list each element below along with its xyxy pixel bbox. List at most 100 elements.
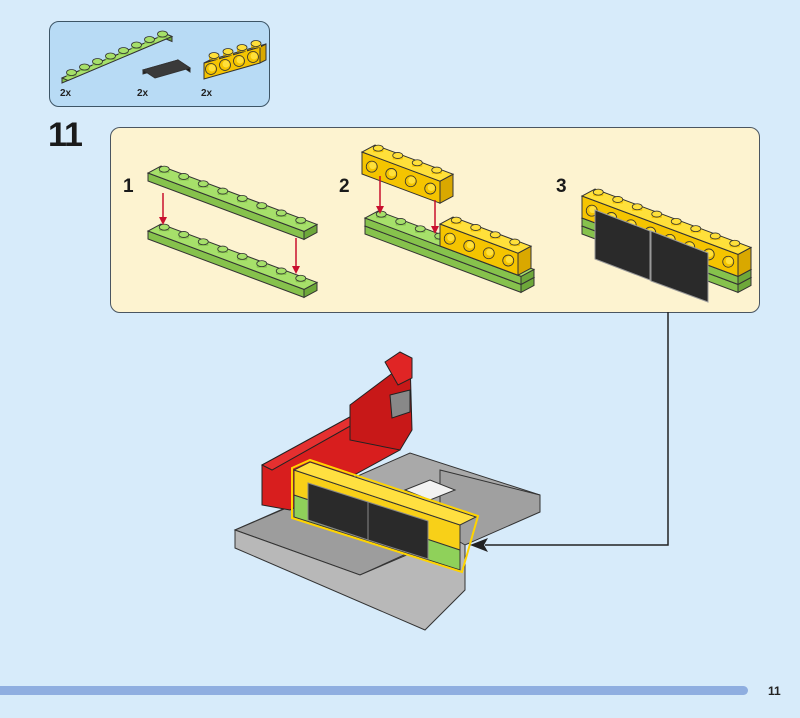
sub-step-illustrations	[146, 144, 753, 303]
side-stud	[250, 52, 258, 60]
stud	[178, 173, 190, 180]
stud	[250, 40, 262, 47]
red-arrow-icon	[292, 238, 300, 274]
yellow-brick-1x4	[203, 40, 267, 80]
black-tile	[594, 209, 651, 281]
stud	[729, 239, 741, 247]
stud	[375, 210, 387, 218]
yellow-brick-1x4-top	[203, 43, 267, 64]
red-wall-cap	[384, 351, 413, 386]
black-tile-2x2-top	[141, 59, 192, 79]
stud	[197, 180, 209, 188]
lime-plate-1x8-top	[146, 223, 319, 290]
stud	[208, 52, 220, 59]
stud	[197, 238, 209, 246]
red-arrow-icon	[431, 200, 439, 234]
stud	[275, 209, 287, 217]
stud	[690, 225, 702, 233]
stud	[79, 63, 90, 71]
part-quantity: 2x	[201, 88, 213, 99]
side-stud	[388, 169, 396, 177]
stud	[158, 223, 170, 231]
yellow-brick-1x8-top	[580, 188, 753, 255]
stud	[509, 238, 521, 246]
black-tile-2x2	[141, 59, 192, 79]
stud	[118, 47, 129, 54]
stud	[178, 231, 190, 238]
side-stud	[447, 234, 455, 242]
stud	[295, 274, 307, 282]
stud	[92, 58, 103, 65]
stud	[411, 159, 423, 167]
side-stud	[236, 56, 244, 64]
stud	[144, 36, 155, 43]
stud	[217, 245, 229, 253]
side-stud	[505, 256, 513, 264]
stud	[66, 69, 77, 76]
black-tiles	[594, 209, 709, 303]
stud	[392, 152, 404, 159]
part-quantity: 2x	[137, 88, 149, 99]
red-arrow-icon	[376, 176, 384, 214]
lime-plate-1x8	[146, 165, 319, 241]
stud	[217, 187, 229, 195]
lime-plate-1x8-front	[147, 230, 305, 299]
black-tile	[650, 230, 709, 303]
stud	[295, 216, 307, 224]
stud	[157, 30, 168, 38]
stud	[256, 202, 268, 210]
footer-bar	[0, 686, 748, 695]
side-stud	[725, 257, 733, 265]
stud	[709, 232, 721, 240]
stud	[431, 166, 443, 174]
parts-illustrations	[60, 30, 267, 84]
sub-step-number: 3	[556, 176, 567, 197]
stud	[105, 52, 116, 60]
stud	[222, 48, 234, 55]
new-brick-yellow-top	[292, 461, 478, 526]
stud	[414, 225, 426, 233]
red-arrow-icon	[159, 193, 167, 225]
sub-step-number: 1	[123, 176, 134, 197]
stud	[450, 216, 462, 224]
main-model-illustration	[233, 351, 541, 631]
yellow-brick-1x4-top	[360, 144, 455, 182]
yellow-brick-1x4	[438, 216, 533, 277]
side-stud	[466, 241, 474, 249]
stud	[395, 218, 407, 225]
yellow-brick-1x4-top	[438, 216, 533, 254]
page-number: 11	[768, 684, 781, 698]
side-stud	[222, 60, 230, 68]
lime-plate-1x8-top	[146, 165, 319, 232]
stud	[651, 210, 663, 218]
stud	[131, 41, 142, 49]
stud	[612, 196, 624, 203]
sub-step-number: 2	[339, 176, 350, 197]
highlight-outline	[291, 458, 480, 574]
side-stud	[369, 162, 377, 170]
stud	[236, 252, 248, 260]
stud	[372, 144, 384, 152]
stud	[158, 165, 170, 173]
stud	[275, 267, 287, 275]
yellow-brick-1x4	[360, 144, 455, 205]
lime-plate-1x8	[60, 30, 174, 84]
stud	[256, 260, 268, 268]
side-stud	[427, 184, 435, 192]
lime-plate-1x8	[146, 223, 319, 299]
side-stud	[408, 176, 416, 184]
stud	[592, 188, 604, 196]
stud	[236, 194, 248, 202]
stud	[470, 224, 482, 231]
stud	[236, 44, 248, 51]
gray-hinge	[389, 389, 411, 419]
stud	[670, 217, 682, 225]
black-tile	[367, 501, 429, 560]
step-number: 11	[48, 116, 83, 154]
side-stud	[486, 248, 494, 256]
side-stud	[208, 64, 216, 72]
part-quantity: 2x	[60, 88, 72, 99]
stud	[631, 203, 643, 211]
arrowhead-icon	[470, 538, 488, 552]
